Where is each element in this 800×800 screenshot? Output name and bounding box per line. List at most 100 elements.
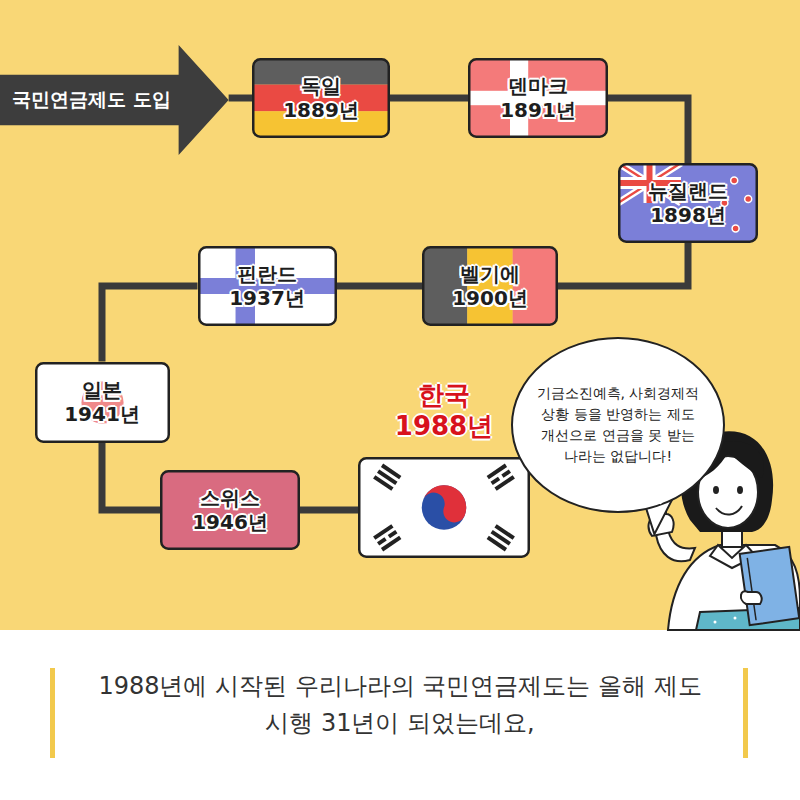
country-name: 핀란드	[229, 262, 305, 286]
text-wrap: 국민연금제도 도입	[12, 87, 171, 113]
year-label: 1937년	[229, 286, 305, 310]
timeline-connector	[300, 507, 358, 514]
text-wrap: 벨기에1900년	[452, 262, 528, 310]
background-part	[0, 630, 800, 800]
timeline-connector	[102, 286, 198, 362]
bubble-tail-cover	[646, 488, 676, 504]
country-name: 벨기에	[452, 262, 528, 286]
trigram	[487, 463, 515, 490]
flag	[359, 458, 529, 557]
text-wrap: 덴마크1891년	[500, 74, 576, 122]
timeline-connector	[337, 283, 423, 290]
text-wrap: 기금소진예측, 사회경제적 상황 등을 반영하는 제도 개선으로 연금을 못 받…	[532, 383, 704, 467]
timeline-connector	[229, 95, 252, 102]
caption: 1988년에 시작된 우리나라의 국민연금제도는 올해 제도 시행 31년이 되…	[90, 668, 710, 742]
flag	[36, 363, 169, 442]
box-border	[36, 363, 169, 442]
timeline-connector	[558, 243, 688, 286]
trigram	[373, 463, 401, 490]
flag-part	[619, 164, 757, 242]
flag-part	[161, 471, 299, 549]
trigram-bar	[373, 475, 393, 491]
node-outline	[511, 337, 725, 513]
background-part	[0, 0, 800, 630]
flag-part	[199, 247, 336, 325]
woman-illustration-part	[737, 486, 743, 494]
flag-box: 한국1988년	[358, 457, 530, 558]
flag	[161, 471, 299, 549]
trigram-bar	[377, 537, 387, 545]
flag-box: 독일1889년	[252, 58, 390, 138]
year-label: 1988년	[395, 411, 493, 442]
trigram	[487, 524, 515, 551]
box-border	[619, 164, 757, 242]
year-label: 1889년	[283, 98, 359, 122]
background-part	[743, 668, 748, 758]
text-wrap: 일본1941년	[64, 378, 140, 426]
heading: 한국1988년	[395, 380, 493, 442]
woman-illustration-part	[734, 617, 737, 620]
country-name: 한국	[395, 380, 493, 411]
woman-illustration-part	[741, 591, 762, 604]
text-wrap: 스위스1946년	[192, 486, 268, 534]
arrow-shape	[0, 45, 229, 155]
bubble-outline	[512, 338, 724, 512]
text-wrap: 뉴질랜드1898년	[648, 179, 728, 227]
timeline-connector	[390, 95, 468, 102]
country-name: 스위스	[192, 486, 268, 510]
flag-part	[732, 225, 739, 232]
flag	[199, 247, 336, 325]
flag	[619, 164, 757, 242]
box-border	[469, 59, 607, 137]
text-wrap: 독일1889년	[283, 74, 359, 122]
flag-box: 덴마크1891년	[468, 58, 608, 138]
box-border	[253, 59, 389, 137]
box-border	[423, 247, 557, 325]
flag	[469, 59, 607, 137]
trigram-bar	[494, 475, 514, 491]
caption-text: 1988년에 시작된 우리나라의 국민연금제도는 올해 제도 시행 31년이 되…	[98, 672, 701, 737]
flag-box: 일본1941년	[35, 362, 170, 443]
background-part	[50, 668, 55, 758]
year-label: 1946년	[192, 510, 268, 534]
woman-illustration-part	[747, 558, 756, 620]
year-label: 1941년	[64, 402, 140, 426]
trigram-bar	[381, 535, 401, 551]
flag-part	[419, 479, 472, 526]
flag-part	[469, 59, 607, 137]
year-label: 1891년	[500, 98, 576, 122]
box-border	[161, 471, 299, 549]
trigram-bar	[501, 469, 511, 477]
woman-illustration-part	[716, 506, 742, 515]
country-name: 뉴질랜드	[648, 179, 728, 203]
flag-part	[36, 363, 169, 442]
woman-illustration-part	[740, 547, 800, 625]
country-name: 덴마크	[500, 74, 576, 98]
trigram	[373, 524, 401, 551]
trigram-bar	[388, 529, 398, 537]
flag-box: 핀란드1937년	[198, 246, 337, 326]
arrow-banner: 국민연금제도 도입	[0, 45, 229, 155]
country-name: 국민연금제도 도입	[12, 87, 171, 113]
box-border	[199, 247, 336, 325]
text-wrap: 핀란드1937년	[229, 262, 305, 310]
timeline-connector	[608, 98, 688, 163]
flag-box: 스위스1946년	[160, 470, 300, 550]
trigram-bar	[487, 535, 507, 551]
flag-box: 뉴질랜드1898년	[618, 163, 758, 243]
node-outline	[358, 457, 530, 558]
timeline-connector	[102, 443, 160, 511]
flag-part	[745, 196, 752, 203]
flag-part	[359, 458, 529, 557]
trigram-bar	[491, 476, 501, 484]
year-label: 1900년	[452, 286, 528, 310]
woman-illustration-part	[740, 547, 800, 625]
speech-bubble: 기금소진예측, 사회경제적 상황 등을 반영하는 제도 개선으로 연금을 못 받…	[511, 337, 725, 513]
woman-illustration-part	[713, 486, 719, 494]
flag-box: 벨기에1900년	[422, 246, 558, 326]
speech-text: 기금소진예측, 사회경제적 상황 등을 반영하는 제도 개선으로 연금을 못 받…	[532, 383, 704, 467]
woman-illustration-part	[714, 621, 717, 624]
country-name: 독일	[283, 74, 359, 98]
